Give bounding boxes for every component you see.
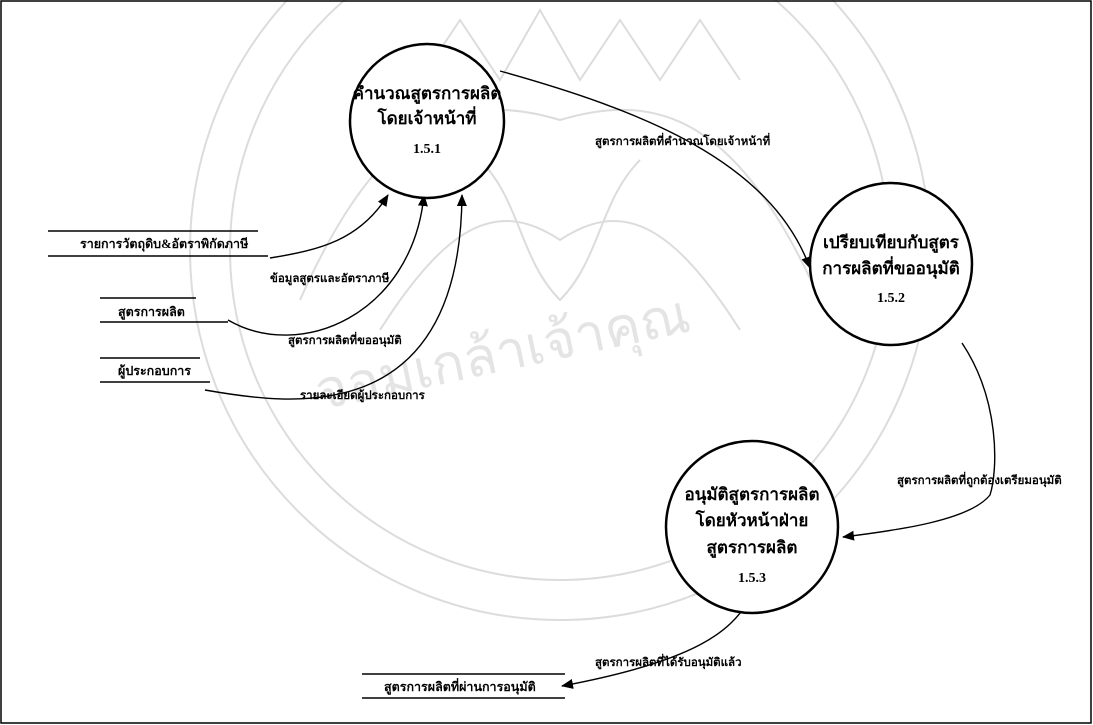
- flow-151-152-arrow: [499, 70, 811, 269]
- flow-153-out-arrow: [561, 601, 749, 689]
- data-store-operator-label: ผู้ประกอบการ: [118, 364, 191, 379]
- process-1-5-3-number: 1.5.3: [738, 571, 766, 586]
- process-1-5-3-line-2: โดยหัวหน้าฝ่าย: [695, 510, 809, 530]
- flow-operator-arrow: [204, 194, 467, 400]
- process-1-5-2-number: 1.5.2: [877, 291, 905, 306]
- data-store-operator[interactable]: ผู้ประกอบการ: [100, 357, 210, 383]
- process-1-5-1[interactable]: คำนวณสูตรการผลิต โดยเจ้าหน้าที่ 1.5.1: [348, 42, 506, 200]
- process-1-5-3-line-3: สูตรการผลิต: [707, 538, 798, 559]
- process-1-5-1-line-1: คำนวณสูตรการผลิต: [353, 84, 502, 105]
- data-store-materials[interactable]: รายการวัตถุดิบ&อัตราพิกัดภาษี: [48, 230, 268, 257]
- process-1-5-2-line-2: การผลิตที่ขออนุมัติ: [822, 256, 960, 279]
- flow-materials-arrow: [269, 194, 389, 259]
- flow-formula-label: สูตรการผลิตที่ขออนุมัติ: [288, 331, 402, 348]
- flow-152-153-label: สูตรการผลิตที่ถูกต้องเตรียมอนุมัติ: [897, 471, 1062, 488]
- process-1-5-1-line-2: โดยเจ้าหน้าที่: [376, 106, 476, 128]
- data-store-formula-label: สูตรการผลิต: [118, 305, 185, 320]
- data-store-materials-label: รายการวัตถุดิบ&อัตราพิกัดภาษี: [80, 237, 248, 252]
- flow-formula-arrow: [227, 194, 428, 336]
- flow-151-152-label: สูตรการผลิตที่คำนวณโดยเจ้าหน้าที่: [595, 132, 771, 149]
- data-store-approved[interactable]: สูตรการผลิตที่ผ่านการอนุมัติ: [362, 673, 565, 699]
- flow-152-153-arrow: [842, 342, 996, 541]
- flow-materials-label: ข้อมูลสูตรและอัตราภาษี: [270, 272, 390, 286]
- process-1-5-1-number: 1.5.1: [413, 142, 441, 157]
- data-store-formula[interactable]: สูตรการผลิต: [100, 297, 228, 323]
- process-1-5-3-line-1: อนุมัติสูตรการผลิต: [684, 485, 819, 506]
- flow-153-out-label: สูตรการผลิตที่ได้รับอนุมัติแล้ว: [595, 653, 742, 670]
- process-1-5-2[interactable]: เปรียบเทียบกับสูตร การผลิตที่ขออนุมัติ 1…: [808, 181, 974, 347]
- watermark-text: จอมเกล้าเจ้าคุณ: [310, 282, 696, 425]
- process-1-5-2-line-1: เปรียบเทียบกับสูตร: [823, 232, 960, 254]
- data-store-approved-label: สูตรการผลิตที่ผ่านการอนุมัติ: [384, 678, 536, 695]
- process-1-5-3[interactable]: อนุมัติสูตรการผลิต โดยหัวหน้าฝ่าย สูตรกา…: [664, 439, 840, 615]
- flow-operator-label: รายละเอียดผู้ประกอบการ: [300, 389, 426, 403]
